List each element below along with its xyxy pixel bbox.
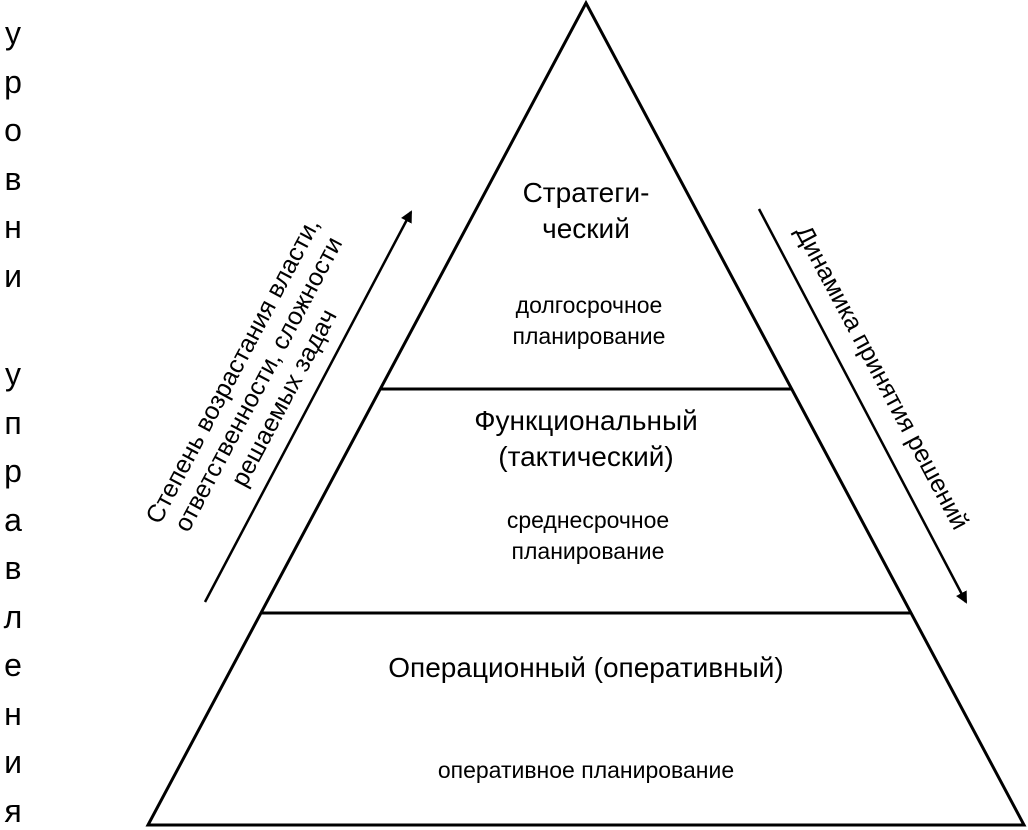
vertical-title-letter: п: [4, 404, 22, 441]
vertical-title-letter: н: [4, 695, 22, 732]
vertical-title-letter: л: [3, 598, 23, 635]
vertical-title-letter: р: [4, 63, 22, 100]
level-functional-name: Функциональный (тактический): [436, 403, 736, 475]
level-desc-line: долгосрочное: [515, 292, 663, 318]
vertical-title-letter: а: [4, 501, 22, 538]
vertical-title-letter: и: [4, 744, 22, 780]
vertical-title-letter: в: [4, 550, 22, 586]
level-name-line: Стратеги-: [522, 177, 650, 208]
left-arrow-up: [203, 210, 413, 603]
level-desc-line: планирование: [511, 538, 665, 564]
vertical-title-letter: у: [5, 356, 21, 392]
vertical-title-letter: н: [4, 209, 22, 245]
vertical-title-letter: р: [4, 453, 22, 489]
vertical-title-letter: я: [4, 792, 22, 829]
level-name-line: Операционный (оперативный): [388, 652, 784, 683]
vertical-title-letter: о: [4, 112, 22, 148]
level-strategic-desc: долгосрочное планирование: [464, 290, 714, 352]
level-desc-line: планирование: [512, 323, 666, 349]
vertical-title-letter: у: [5, 15, 21, 51]
vertical-title-letter: е: [4, 647, 22, 683]
level-strategic-name: Стратеги- ческий: [474, 175, 698, 247]
level-desc-line: оперативное планирование: [437, 757, 735, 783]
level-name-line: (тактический): [498, 441, 674, 472]
level-functional-desc: среднесрочное планирование: [456, 505, 720, 567]
pyramid-outline: [145, 0, 1027, 827]
vertical-title-letter: и: [4, 257, 22, 294]
level-operational-name: Операционный (оперативный): [316, 650, 856, 686]
level-desc-line: среднесрочное: [506, 507, 670, 533]
level-name-line: Функциональный: [474, 405, 698, 436]
level-operational-desc: оперативное планирование: [356, 755, 816, 786]
level-name-line: ческий: [542, 213, 630, 244]
vertical-title-letter: в: [4, 160, 22, 197]
right-arrow-down: [757, 208, 968, 604]
